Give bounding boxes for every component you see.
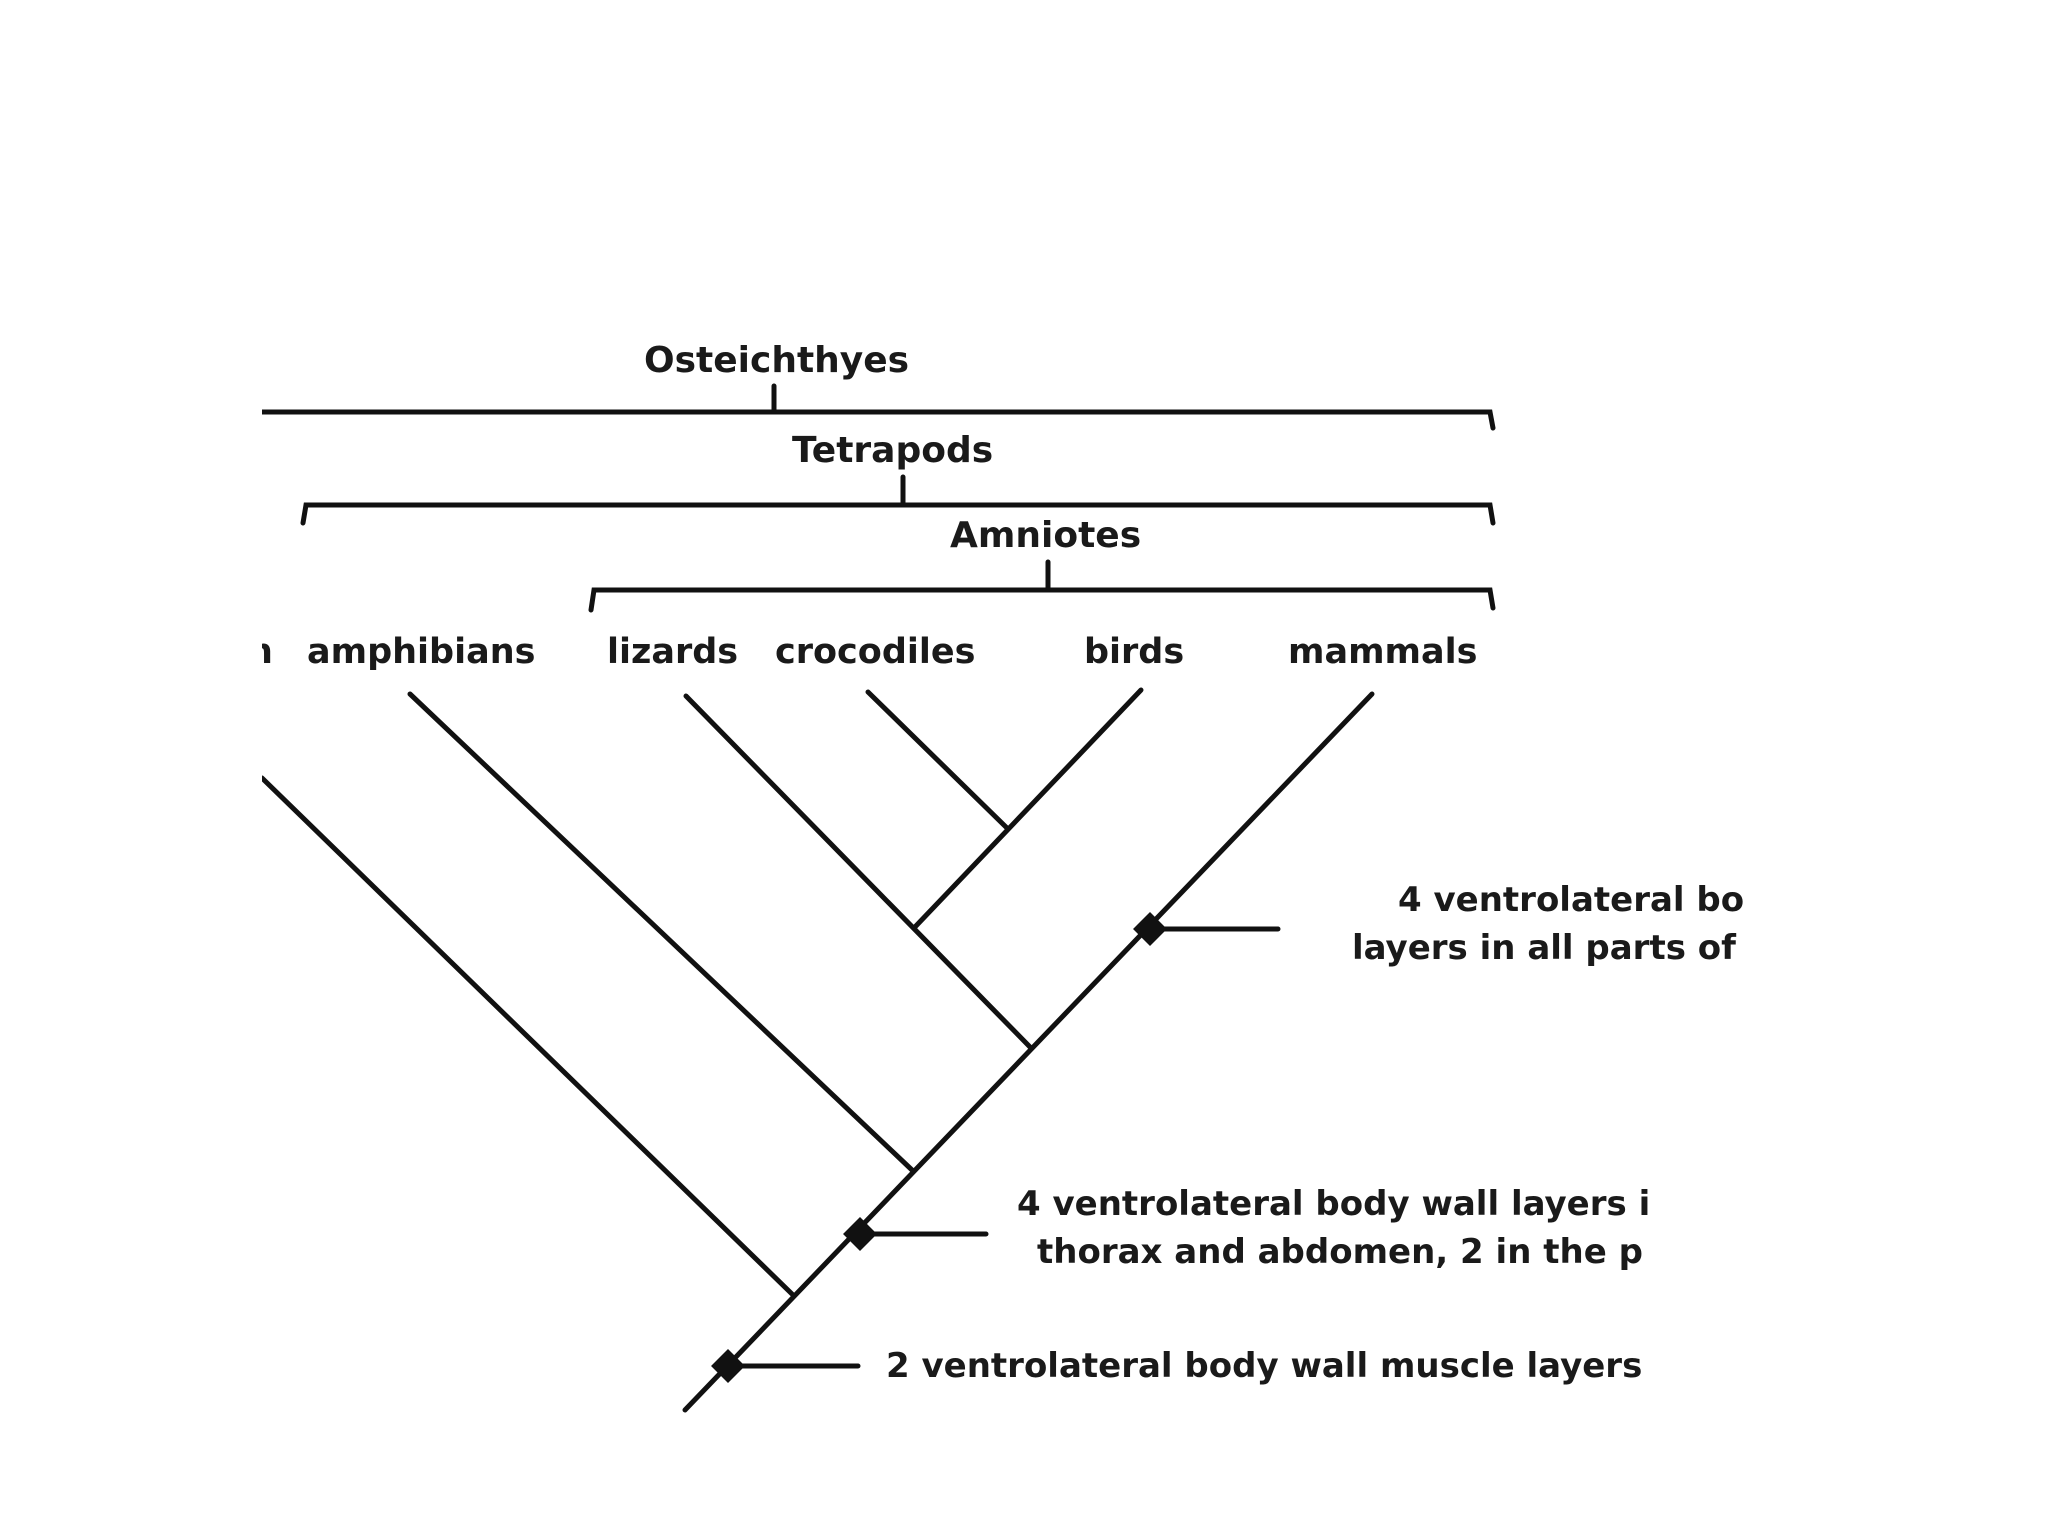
taxon-mammals: mammals bbox=[1288, 632, 1478, 672]
taxon-amphibians: amphibians bbox=[307, 632, 536, 672]
tetrapods-bracket bbox=[300, 502, 1496, 526]
note-four-layers-all-line1: 4 ventrolateral bo bbox=[1398, 880, 1745, 920]
note-four-layers-thorax-line1: 4 ventrolateral body wall layers i bbox=[1017, 1184, 1651, 1224]
osteichthyes-bracket bbox=[262, 409, 1496, 431]
note-four-layers-all-line2: layers in all parts of bbox=[1352, 928, 1736, 968]
tree-lines bbox=[262, 383, 1496, 1413]
marker-four-layers-all bbox=[1133, 912, 1167, 946]
branch-fish bbox=[262, 775, 795, 1297]
note-four-layers-thorax: 4 ventrolateral body wall layers i thora… bbox=[1017, 1180, 1650, 1276]
clade-osteichthyes: Osteichthyes bbox=[644, 340, 910, 381]
clade-tetrapods: Tetrapods bbox=[792, 430, 994, 471]
taxon-lizards: lizards bbox=[607, 632, 739, 672]
note-four-layers-all: 4 ventrolateral bo layers in all parts o… bbox=[1352, 876, 1744, 972]
branch-archosaurs bbox=[911, 687, 1144, 931]
taxon-cut-left: n bbox=[262, 632, 273, 672]
trunk-branch bbox=[682, 691, 1375, 1413]
amniotes-bracket bbox=[588, 587, 1496, 613]
note-four-layers-thorax-line2: thorax and abdomen, 2 in the p bbox=[1037, 1232, 1643, 1272]
taxon-crocodiles: crocodiles bbox=[775, 632, 976, 672]
taxon-birds: birds bbox=[1084, 632, 1185, 672]
branch-crocodiles bbox=[865, 689, 1011, 832]
note-two-layers: 2 ventrolateral body wall muscle layers bbox=[886, 1346, 1643, 1386]
branch-lizards bbox=[683, 693, 1033, 1050]
marker-four-layers-thorax bbox=[843, 1217, 877, 1251]
clade-amniotes: Amniotes bbox=[950, 515, 1142, 556]
marker-two-layers bbox=[711, 1349, 745, 1383]
figure-crop: Osteichthyes Tetrapods Amniotes n amphib… bbox=[262, 0, 1757, 1536]
branch-amphibians bbox=[407, 691, 915, 1173]
